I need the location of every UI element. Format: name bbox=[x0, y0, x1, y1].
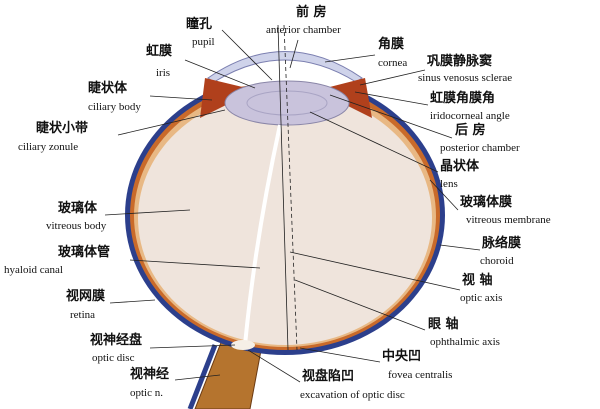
label-vitreous-body-zh: 玻璃体 bbox=[58, 201, 98, 216]
label-anterior-chamber-en: anterior chamber bbox=[266, 24, 341, 36]
label-sinus-venosus-sclerae-en: sinus venosus sclerae bbox=[418, 72, 513, 84]
label-retina-zh: 视网膜 bbox=[66, 289, 106, 304]
label-posterior-chamber-en: posterior chamber bbox=[440, 142, 520, 154]
label-optic-axis-zh: 视 轴 bbox=[462, 273, 493, 288]
label-ciliary-body-en: ciliary body bbox=[88, 101, 141, 113]
label-excavation-of-optic-disc-zh: 视盘陷凹 bbox=[302, 369, 355, 384]
optic-disc-shape bbox=[231, 340, 255, 350]
label-hyaloid-canal-en: hyaloid canal bbox=[4, 264, 63, 276]
label-iridocorneal-angle-zh: 虹膜角膜角 bbox=[430, 91, 496, 106]
label-iris-zh: 虹膜 bbox=[146, 44, 173, 59]
label-anterior-chamber-zh: 前 房 bbox=[296, 5, 327, 20]
label-iridocorneal-angle-en: iridocorneal angle bbox=[430, 110, 510, 122]
label-cornea-zh: 角膜 bbox=[378, 37, 405, 52]
label-vitreous-membrane-en: vitreous membrane bbox=[466, 214, 551, 226]
label-choroid-zh: 脉络膜 bbox=[482, 236, 522, 251]
optic-axis-line bbox=[277, 24, 289, 351]
label-vitreous-body-en: vitreous body bbox=[46, 220, 107, 232]
label-iris-en: iris bbox=[156, 67, 171, 79]
label-optic-disc-zh: 视神经盘 bbox=[90, 333, 143, 348]
label-ophthalmic-axis-zh: 眼 轴 bbox=[428, 317, 459, 332]
label-retina-en: retina bbox=[70, 309, 96, 321]
label-ophthalmic-axis-en: ophthalmic axis bbox=[430, 336, 500, 348]
label-sinus-venosus-sclerae-zh: 巩膜静脉窦 bbox=[427, 54, 493, 69]
label-optic-axis-en: optic axis bbox=[460, 292, 503, 304]
label-optic-nerve-zh: 视神经 bbox=[130, 367, 170, 382]
label-lens-zh: 晶状体 bbox=[440, 159, 480, 174]
label-optic-disc-en: optic disc bbox=[92, 352, 135, 364]
label-posterior-chamber-zh: 后 房 bbox=[455, 123, 486, 138]
label-ciliary-body-zh: 睫状体 bbox=[88, 81, 128, 96]
label-cornea-en: cornea bbox=[378, 57, 408, 69]
label-fovea-centralis-en: fovea centralis bbox=[388, 369, 453, 381]
leader-lines bbox=[104, 29, 481, 383]
label-pupil-zh: 瞳孔 bbox=[186, 17, 213, 32]
label-ciliary-zonule-en: ciliary zonule bbox=[18, 141, 79, 153]
ophthalmic-axis-line bbox=[283, 24, 298, 351]
label-choroid-en: choroid bbox=[480, 255, 514, 267]
label-fovea-centralis-zh: 中央凹 bbox=[382, 349, 422, 364]
label-pupil-en: pupil bbox=[192, 36, 215, 48]
hyaloid-canal-shape bbox=[243, 124, 282, 346]
label-excavation-of-optic-disc-en: excavation of optic disc bbox=[300, 389, 405, 401]
label-vitreous-membrane-zh: 玻璃体膜 bbox=[460, 195, 513, 210]
label-lens-en: lens bbox=[440, 178, 458, 190]
label-hyaloid-canal-zh: 玻璃体管 bbox=[58, 245, 111, 260]
label-ciliary-zonule-zh: 睫状小带 bbox=[36, 121, 89, 136]
vitreous-body-shape bbox=[138, 91, 432, 345]
label-optic-nerve-en: optic n. bbox=[130, 387, 163, 399]
